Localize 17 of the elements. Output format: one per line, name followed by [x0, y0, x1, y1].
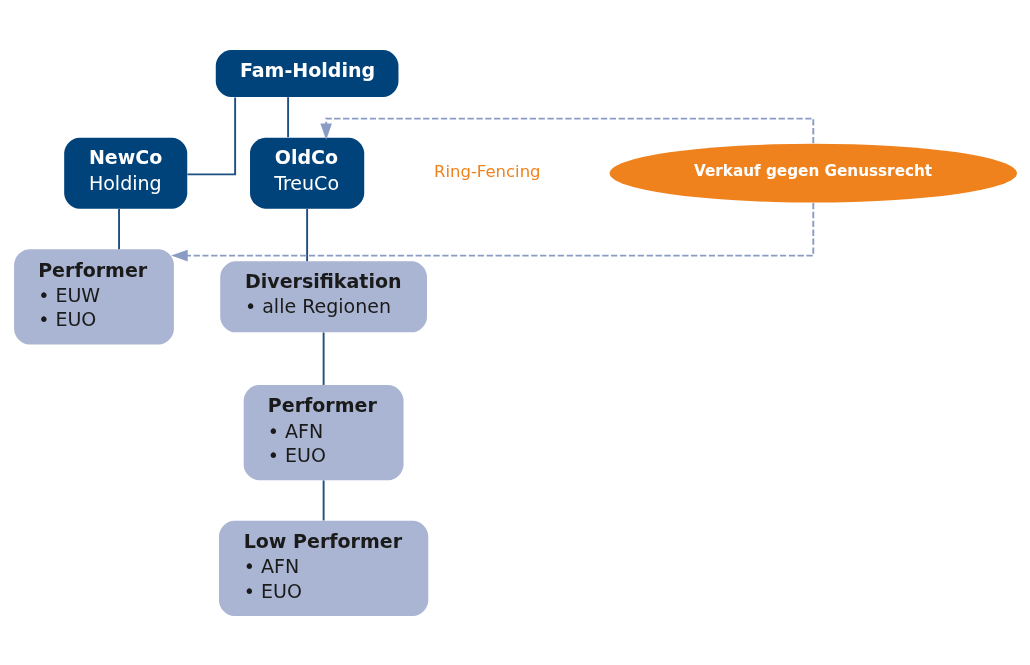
node-box: Performer • EUW • EUO	[13, 248, 174, 344]
connector	[186, 96, 236, 175]
node-box: OldCo TreuCo	[249, 137, 364, 209]
connector	[322, 331, 325, 386]
label: Ring-Fencing	[433, 161, 541, 181]
node-box: Low Performer • AFN • EUO	[218, 520, 428, 616]
connector	[322, 479, 325, 521]
node-box: Performer • AFN • EUO	[243, 384, 404, 480]
arrow	[319, 117, 814, 144]
connector	[286, 95, 289, 138]
node-ellipse: Verkauf gegen Genussrecht	[609, 143, 1017, 203]
node-box: Diversifikation • alle Regionen	[219, 260, 427, 332]
node-box: NewCo Holding	[63, 137, 187, 209]
connector	[305, 207, 308, 262]
connector	[117, 207, 120, 250]
node-box: Fam-Holding	[215, 49, 398, 97]
arrow	[170, 201, 814, 261]
